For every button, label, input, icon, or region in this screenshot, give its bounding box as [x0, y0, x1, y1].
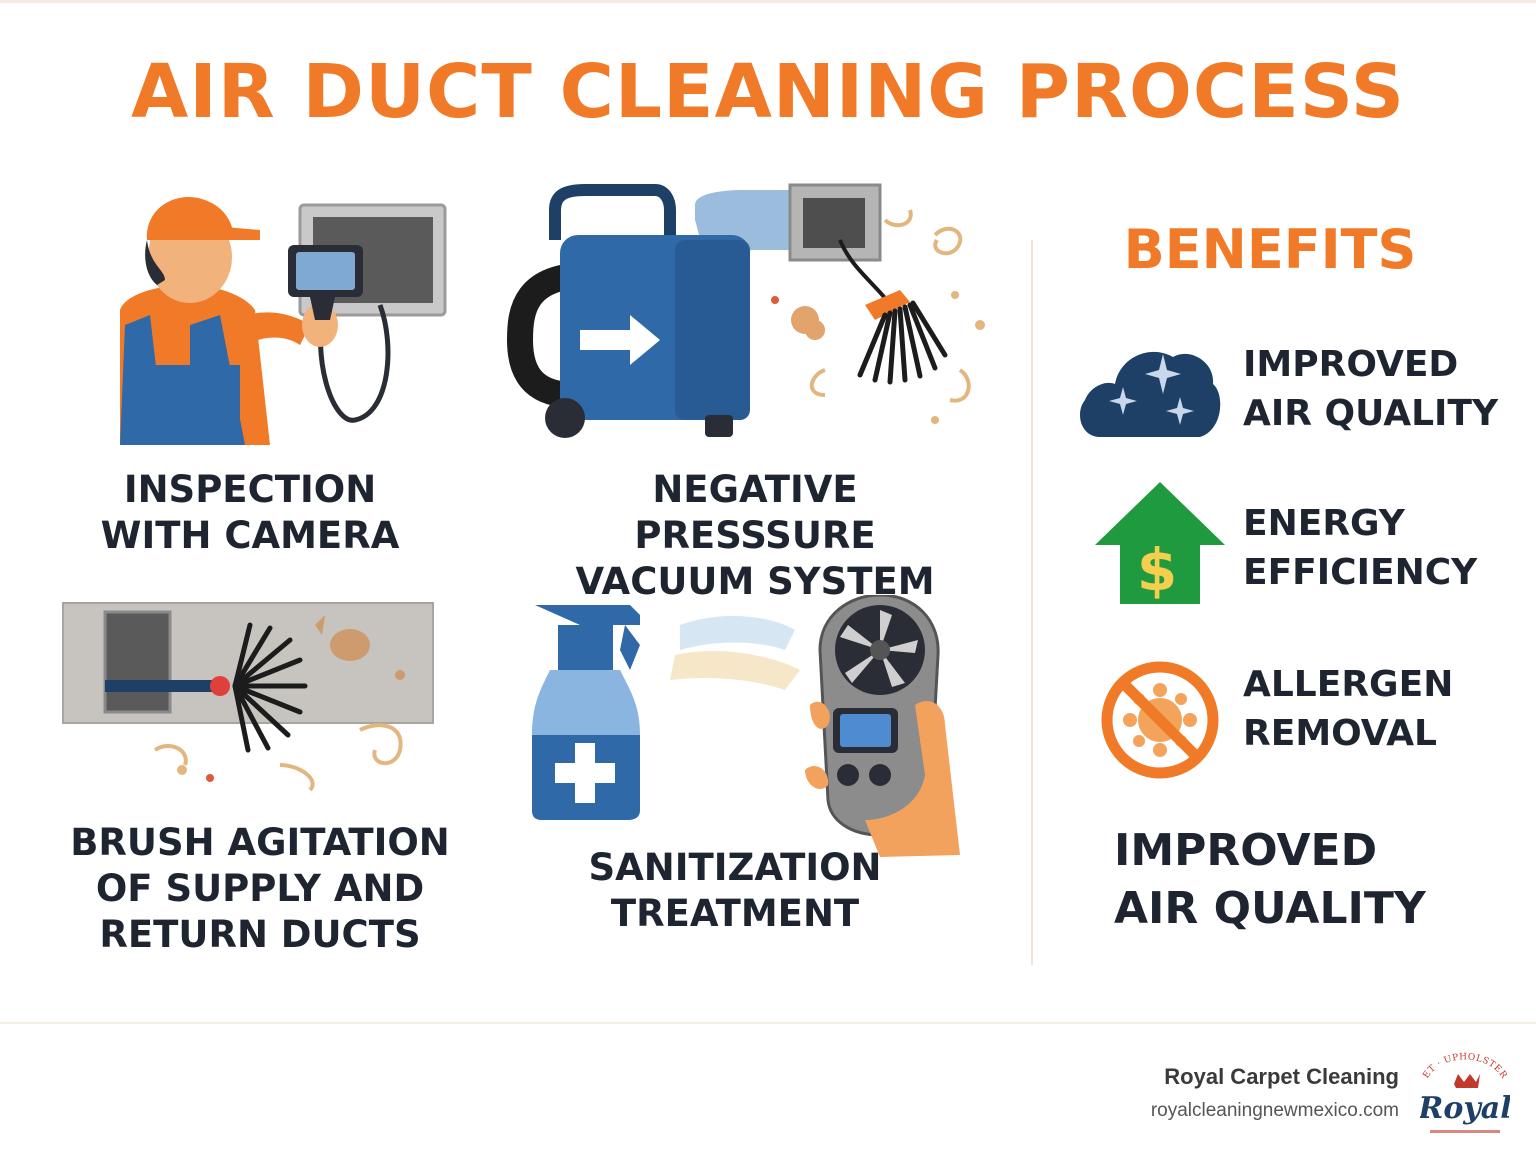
step-inspection-caption: INSPECTION WITH CAMERA — [100, 468, 400, 557]
duct-brush-illustration — [62, 602, 434, 792]
step-brush: BRUSH AGITATION OF SUPPLY AND RETURN DUC… — [60, 600, 460, 965]
page-title: AIR DUCT CLEANING PROCESS — [130, 49, 1406, 135]
benefit-allergen-removal: ALLERGEN REMOVAL — [1075, 660, 1515, 790]
logo-arc-text: PET · UPHOLSTERY — [1420, 1048, 1508, 1081]
svg-text:PET · UPHOLSTERY: PET · UPHOLSTERY — [1420, 1048, 1509, 1081]
step-sanitization: SANITIZATION TREATMENT — [530, 595, 970, 940]
step-vacuum: NEGATIVE PRESSSURE VACUUM SYSTEM — [505, 180, 995, 603]
svg-text:$: $ — [1137, 536, 1177, 604]
sparkle-cloud-icon — [1080, 351, 1221, 437]
royal-logo-icon: PET · UPHOLSTERY Royal — [1420, 1048, 1510, 1133]
top-border — [0, 0, 1536, 3]
step-vacuum-caption: NEGATIVE PRESSSURE VACUUM SYSTEM — [575, 468, 935, 603]
benefit-energy-efficiency-label: ENERGY EFFICIENCY — [1243, 503, 1478, 593]
benefits-title: BENEFITS — [1123, 218, 1417, 281]
brand-url-link[interactable]: royalcleaningnewmexico.com — [1150, 1100, 1399, 1121]
column-divider — [1031, 240, 1033, 965]
benefit-energy-efficiency: $ ENERGY EFFICIENCY — [1075, 482, 1515, 612]
footer-divider — [0, 1022, 1536, 1024]
logo-wordmark: Royal — [1420, 1091, 1510, 1126]
brand-name: Royal Carpet Cleaning — [1164, 1064, 1399, 1089]
step-brush-caption: BRUSH AGITATION OF SUPPLY AND RETURN DUC… — [70, 821, 450, 956]
dollar-arrow-up-icon: $ — [1095, 482, 1225, 604]
technician-camera-illustration — [120, 196, 447, 445]
no-allergen-icon — [1101, 661, 1219, 779]
benefits-summary: IMPROVED AIR QUALITY — [1114, 825, 1426, 934]
benefit-allergen-removal-label: ALLERGEN REMOVAL — [1243, 664, 1454, 754]
benefit-air-quality-label: IMPROVED AIR QUALITY — [1243, 344, 1499, 434]
benefit-air-quality: IMPROVED AIR QUALITY — [1075, 332, 1515, 462]
vacuum-machine-illustration — [506, 183, 985, 438]
step-inspection: INSPECTION WITH CAMERA — [95, 185, 465, 565]
sanitizer-spray-illustration — [532, 595, 960, 857]
step-sanitization-caption: SANITIZATION TREATMENT — [588, 846, 882, 935]
